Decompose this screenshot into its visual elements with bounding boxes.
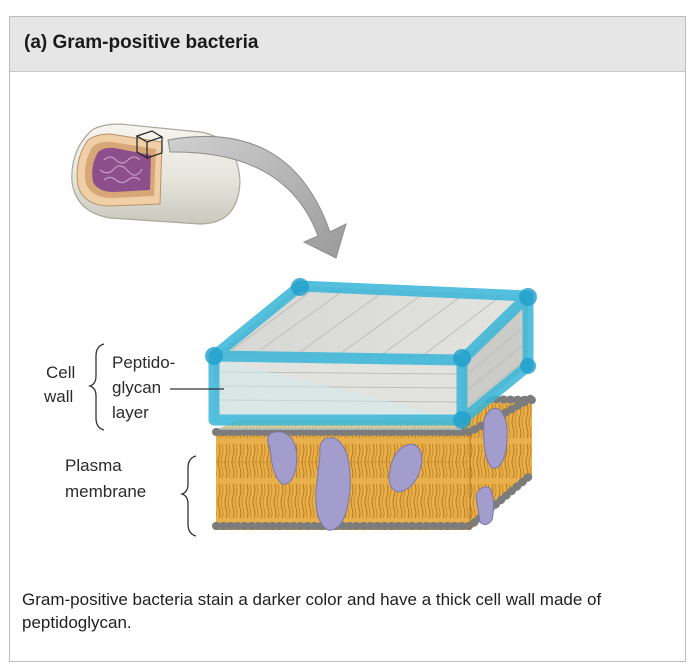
- peptidoglycan-label-line2: glycan: [112, 378, 162, 397]
- sample-cube: [135, 130, 164, 160]
- cell-wall-label-line2: wall: [44, 387, 74, 406]
- label-brackets: [87, 343, 224, 537]
- membrane-proteins: [267, 407, 508, 531]
- membrane-brace: [179, 455, 197, 537]
- peptidoglycan-label-line1: Peptido-: [112, 353, 176, 372]
- plasma-membrane-label-line2: membrane: [65, 482, 147, 501]
- zoom-arrow: [167, 136, 347, 259]
- panel-header: (a) Gram-positive bacteria: [10, 17, 685, 72]
- cell-wall-label-line1: Cell: [46, 363, 76, 382]
- peptidoglycan-label-line3: layer: [112, 403, 149, 422]
- figure-caption: Gram-positive bacteria stain a darker co…: [22, 590, 602, 632]
- plasma-membrane-label-line1: Plasma: [65, 456, 122, 475]
- peptidoglycan-wall: [205, 278, 537, 430]
- cell-wall-brace: [87, 343, 105, 431]
- panel-title: (a) Gram-positive bacteria: [24, 32, 259, 53]
